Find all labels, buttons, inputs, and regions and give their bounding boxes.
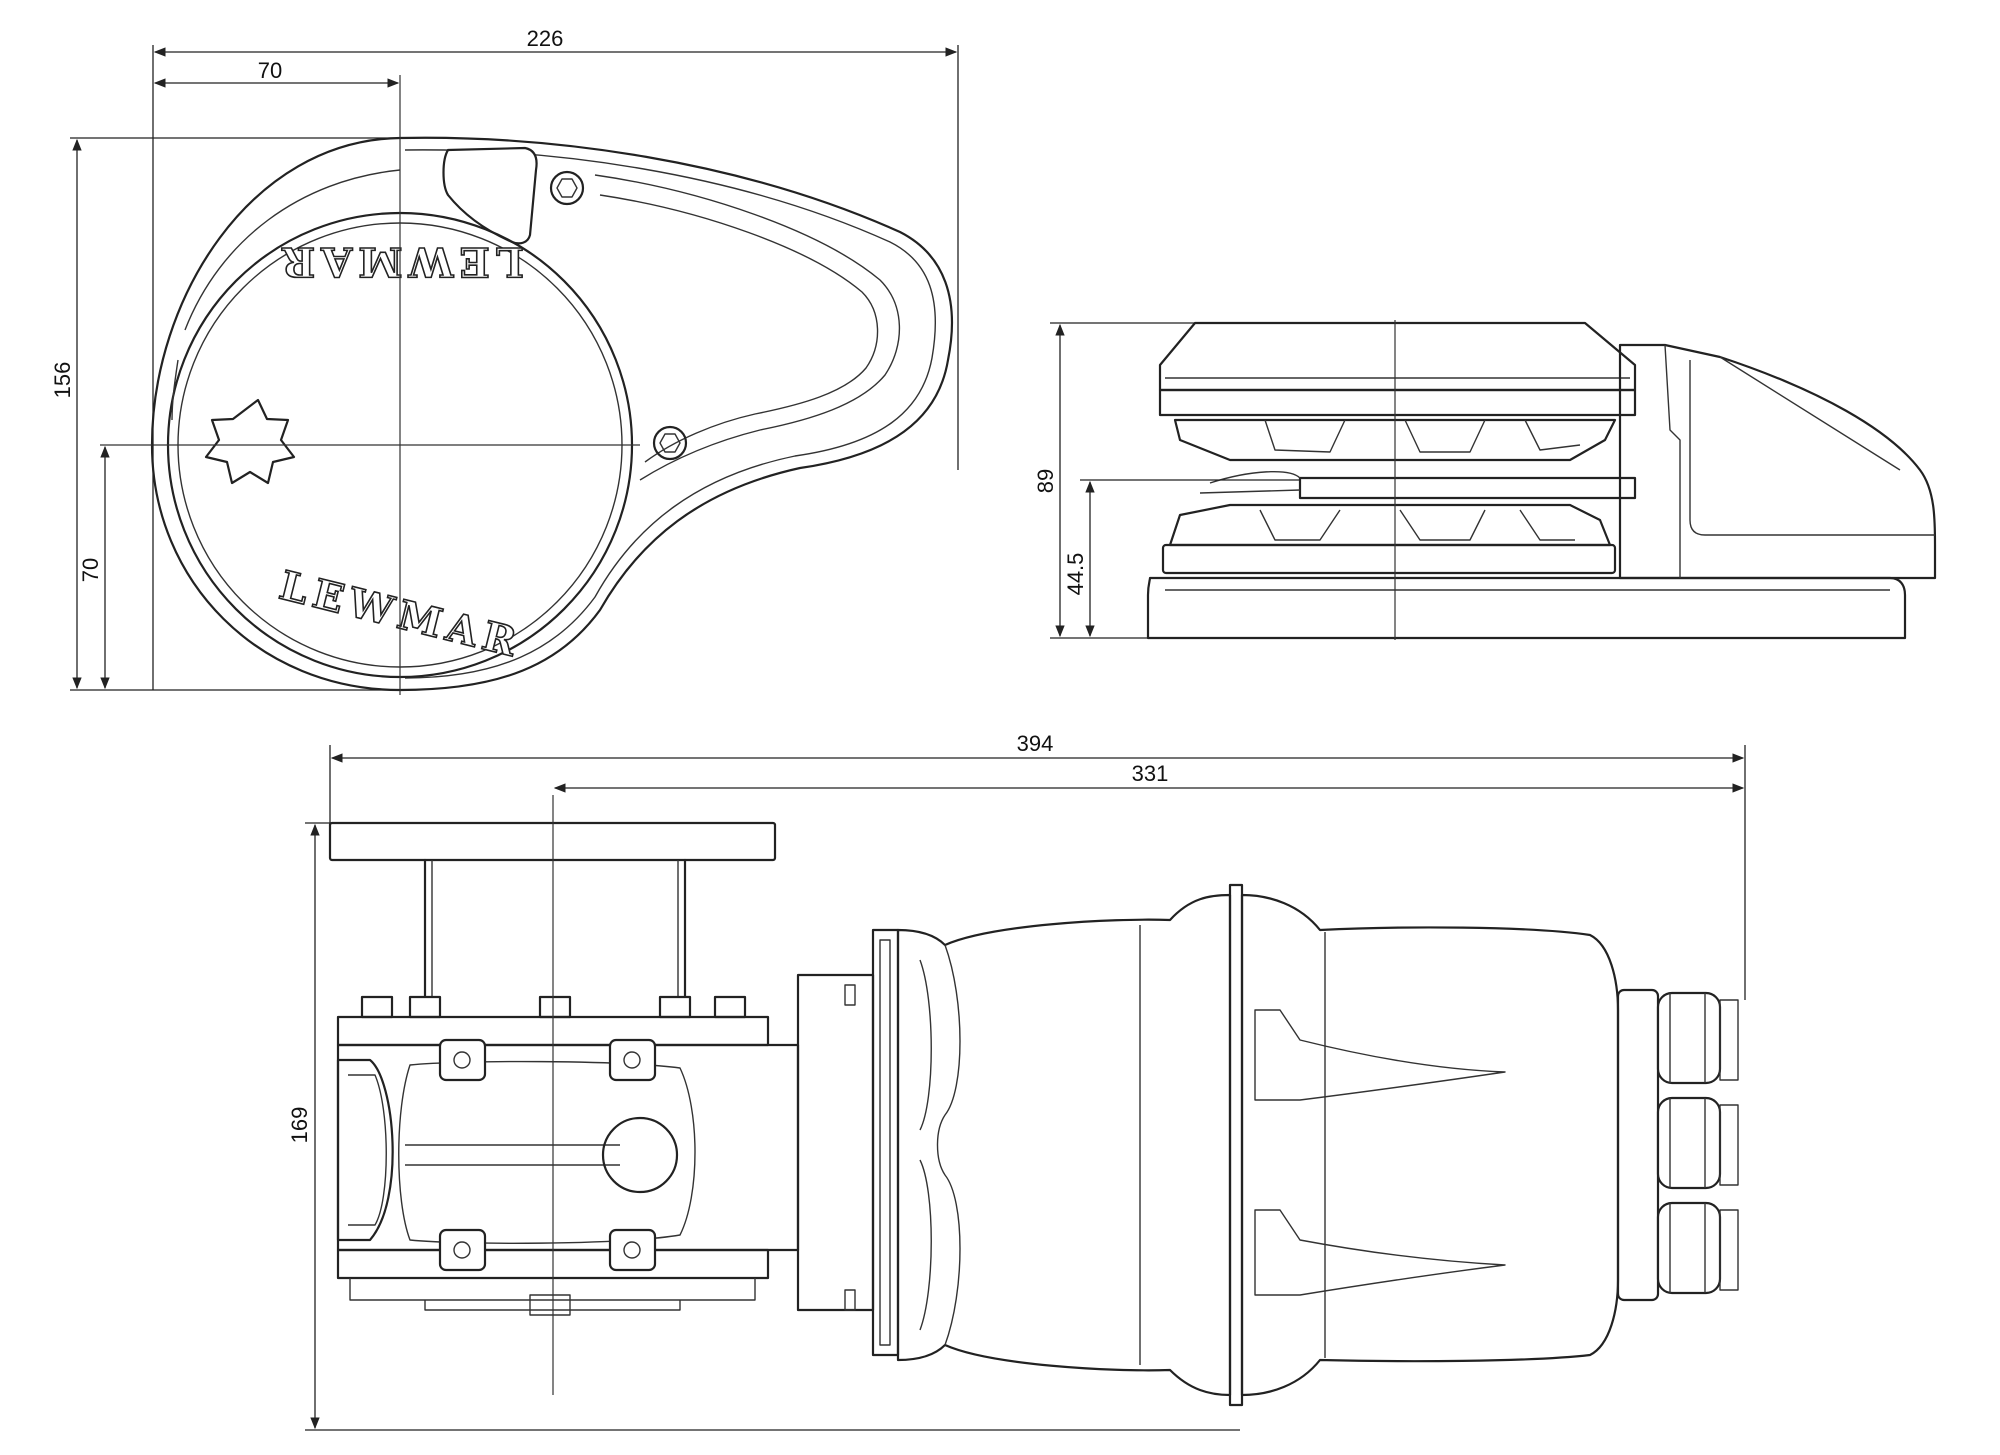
front-view-motor-band [1228, 883, 1244, 1407]
dim-side-height: 89 [1033, 469, 1058, 493]
front-view-gearbox-bolt-tabs [438, 1038, 657, 1272]
front-view-shaft [423, 858, 687, 999]
front-view-vent-slot-lower [1254, 1209, 1506, 1296]
top-view-bolt-upper [549, 170, 585, 206]
front-view-motor-rear [1240, 893, 1620, 1397]
side-view-gypsy-lower [1168, 503, 1612, 547]
dim-top-width: 226 [527, 26, 564, 51]
front-view-gearbox-left-lobe [336, 1058, 394, 1242]
top-view-chain-pipe-arm-inner [599, 194, 879, 463]
dim-top-drum-y: 70 [78, 558, 103, 582]
side-view-lower-flange [1161, 543, 1617, 575]
side-view-middle-plate [1298, 476, 1637, 500]
side-view-base-plate [1146, 576, 1907, 640]
dim-front-height: 169 [287, 1107, 312, 1144]
front-view-motor-end-cap [1616, 988, 1660, 1302]
front-view-motor-body [896, 893, 1232, 1397]
top-view-winch-handle-socket [204, 398, 296, 485]
top-view-drum-shadow [171, 169, 401, 421]
dim-top-drum-x: 70 [258, 58, 282, 83]
top-view-chain-pipe-arm [594, 174, 901, 481]
front-view-gearbox-inner [398, 1060, 696, 1244]
side-view: 89 44.5 [1033, 320, 1937, 640]
top-view: LEWMAR LEWMAR 226 70 156 70 [50, 26, 959, 695]
dim-side-deck-gypsy: 44.5 [1063, 553, 1088, 596]
front-view: 394 331 169 [287, 731, 1746, 1431]
side-view-housing [1618, 343, 1937, 580]
side-view-top-cap [1158, 321, 1637, 392]
front-view-cable-glands [1656, 991, 1739, 1295]
top-view-housing-inner-outline [404, 149, 936, 679]
front-view-gearbox-shaft-boss [601, 1116, 679, 1194]
top-view-bolt-lower [652, 425, 688, 461]
top-view-hatch-cover [442, 146, 538, 245]
side-view-cap-band [1158, 388, 1637, 417]
top-view-brand-logo-lower: LEWMAR [275, 562, 527, 668]
front-view-vent-slot-upper [1254, 1009, 1506, 1101]
front-view-coupling [796, 973, 875, 1312]
dim-front-length: 394 [1017, 731, 1054, 756]
front-view-motor-flange [871, 928, 900, 1357]
side-view-gypsy-upper [1173, 418, 1617, 462]
dim-front-below-deck: 331 [1132, 761, 1169, 786]
dim-top-depth: 156 [50, 362, 75, 399]
